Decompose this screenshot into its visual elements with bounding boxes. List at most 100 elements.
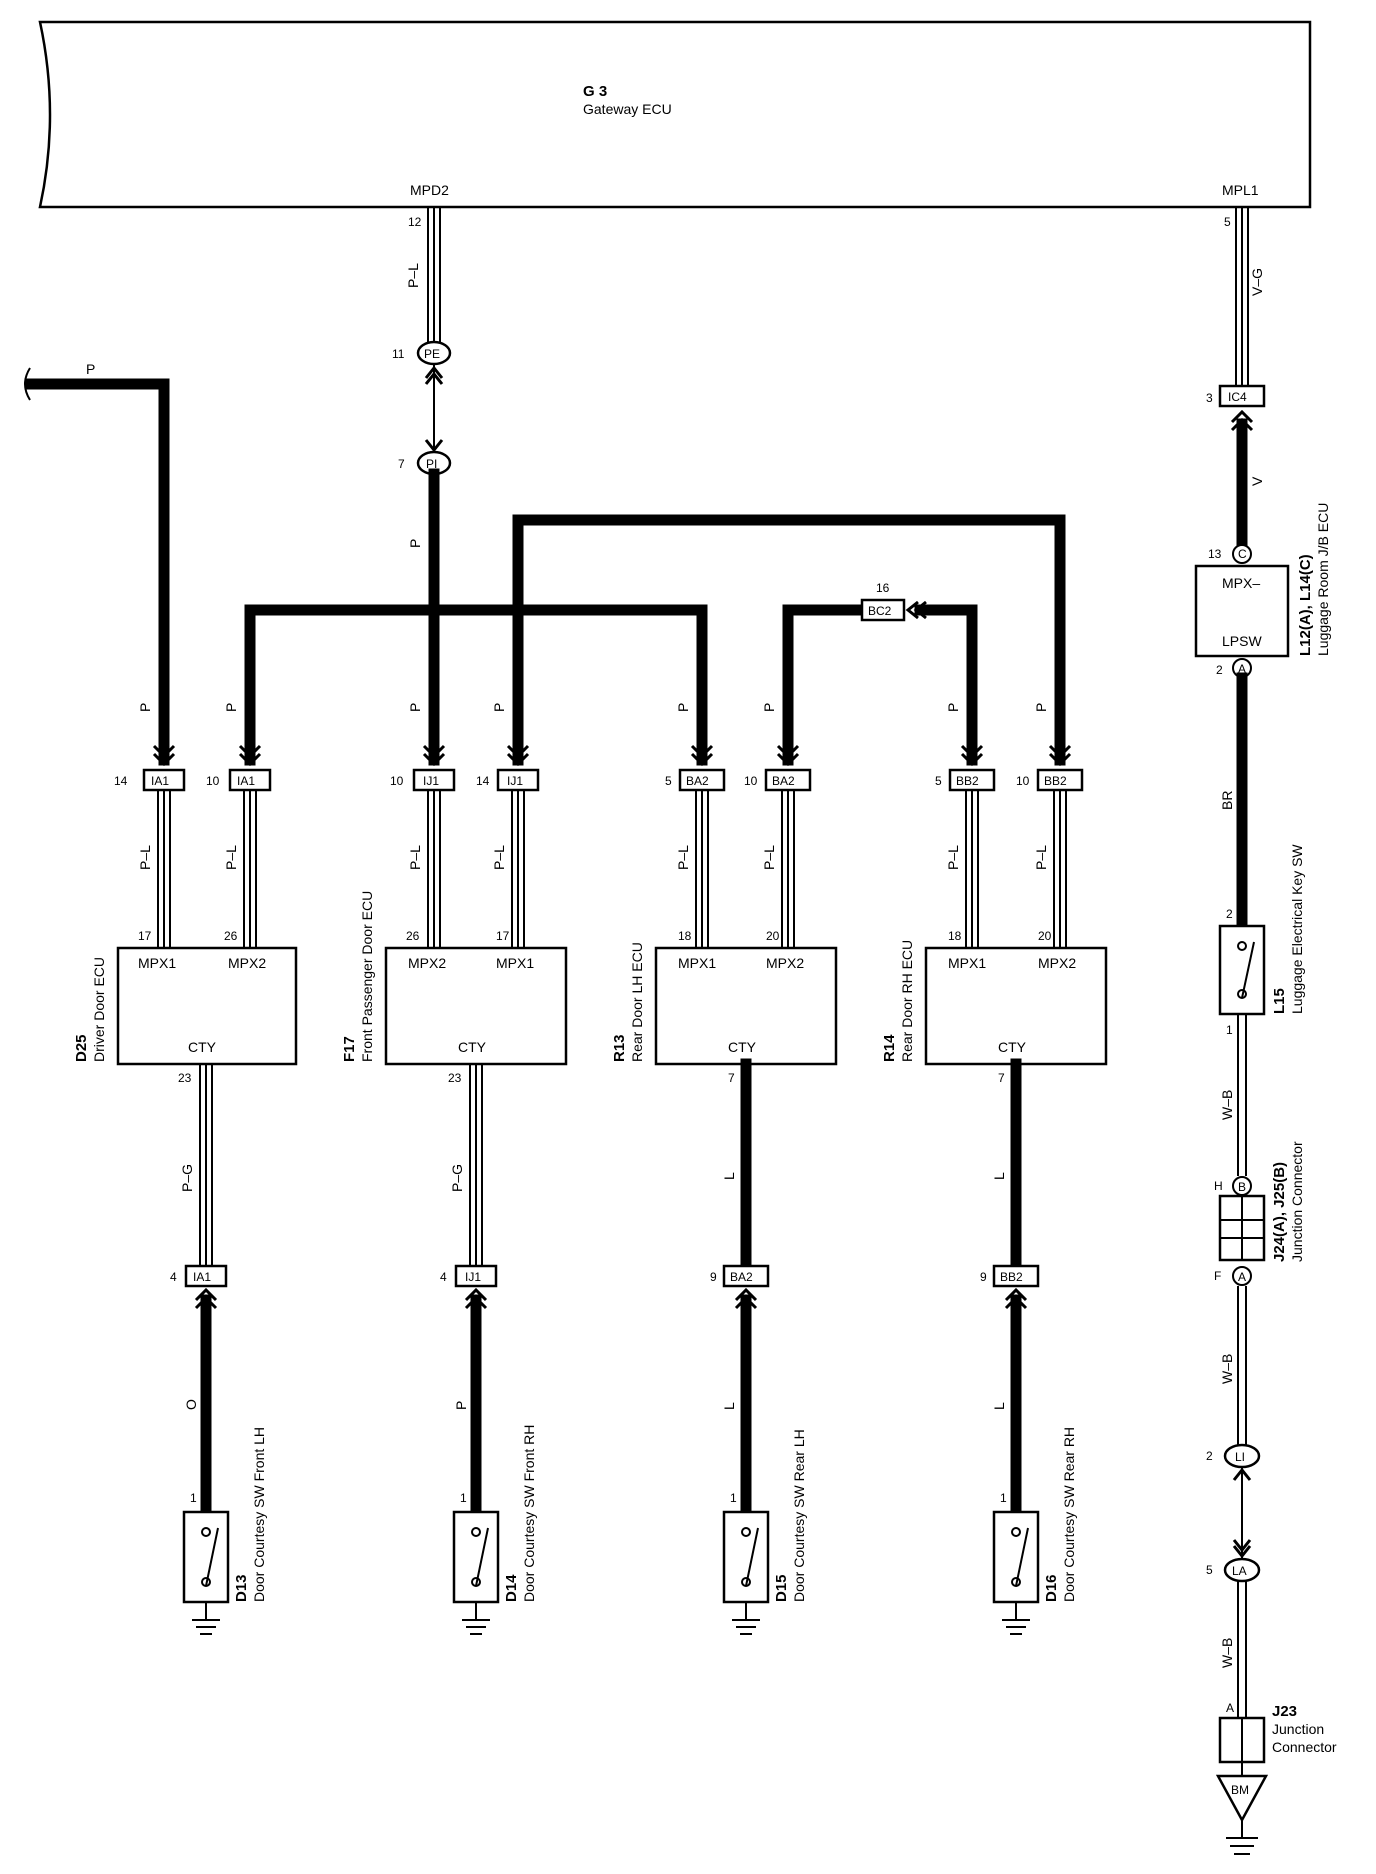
svg-text:MPX2: MPX2 (408, 955, 446, 971)
sw-color-d13: O (183, 1399, 199, 1410)
svg-text:D13: D13 (233, 1574, 250, 1602)
svg-text:Door Courtesy SW Rear LH: Door Courtesy SW Rear LH (791, 1429, 807, 1602)
svg-text:23: 23 (178, 1071, 192, 1085)
switch-d16: 1 D16 Door Courtesy SW Rear RH (992, 1427, 1077, 1635)
pi-color: P (407, 539, 423, 548)
ecu-pin-num-8: 20 (1038, 929, 1052, 943)
sw-color-d15: L (721, 1402, 737, 1410)
drop-label-6: BA2 (772, 774, 795, 788)
ecu-pin-num-1: 17 (138, 929, 152, 943)
li-label: LI (1235, 1450, 1245, 1464)
drop-label-5: BA2 (686, 774, 709, 788)
drop-label-3: IJ1 (423, 774, 439, 788)
wb-wire-3 (1237, 1581, 1247, 1718)
ecu-f17: MPX2 MPX1 CTY F17 Front Passenger Door E… (341, 891, 568, 1085)
drop-label-4: IJ1 (507, 774, 523, 788)
drop-p-color-4: P (491, 703, 507, 712)
v-color: V (1249, 476, 1265, 486)
wb-color-3: W–B (1219, 1638, 1235, 1668)
svg-text:CTY: CTY (728, 1039, 757, 1055)
lower-num-2: 4 (440, 1270, 447, 1284)
drop-num-6: 10 (744, 774, 758, 788)
ecu-pin-num-3: 26 (406, 929, 420, 943)
lower-conn-3 (722, 1264, 770, 1288)
lug-top-pin: MPX– (1222, 575, 1260, 591)
drop-p-color-7: P (945, 703, 961, 712)
ic4-num: 3 (1206, 391, 1213, 405)
ecu-pin-num-6: 20 (766, 929, 780, 943)
pl-color-1: P–L (137, 845, 153, 870)
svg-text:D16: D16 (1043, 1574, 1060, 1602)
pl-color-6: P–L (761, 845, 777, 870)
drop-p-color-3: P (407, 703, 423, 712)
lower-label-4: BB2 (1000, 1270, 1023, 1284)
svg-text:MPX1: MPX1 (678, 955, 716, 971)
svg-text:D15: D15 (773, 1574, 790, 1602)
svg-text:MPX1: MPX1 (496, 955, 534, 971)
j23-name1: Junction (1272, 1721, 1324, 1737)
svg-text:MPX2: MPX2 (228, 955, 266, 971)
bc2-num: 16 (876, 581, 890, 595)
svg-text:Rear Door RH ECU: Rear Door RH ECU (899, 940, 915, 1062)
lower-conn-4 (992, 1264, 1040, 1288)
j23-name2: Connector (1272, 1739, 1337, 1755)
lug-bottom-tag-text: A (1238, 662, 1246, 676)
pe-label: PE (424, 347, 440, 361)
cty-color-f17: P–G (449, 1164, 465, 1192)
svg-text:7: 7 (998, 1071, 1005, 1085)
drop-num-2: 10 (206, 774, 220, 788)
mpd2-num: 12 (408, 215, 422, 229)
pi-label: PI (426, 457, 437, 471)
pl-color-3: P–L (407, 845, 423, 870)
svg-text:Driver Door ECU: Driver Door ECU (91, 957, 107, 1062)
gateway-ecu-box (38, 20, 1312, 209)
jc-top-tag-text: B (1238, 1180, 1246, 1194)
pe-arrow-icon (424, 365, 444, 385)
lug-bottom-num: 2 (1216, 663, 1223, 677)
la-connector (1223, 1557, 1261, 1583)
drop-label-8: BB2 (1044, 774, 1067, 788)
svg-text:7: 7 (728, 1071, 735, 1085)
svg-text:F17: F17 (341, 1036, 358, 1062)
key-switch-l15: 2 1 L15 Luggage Electrical Key SW (1218, 844, 1305, 1037)
switch-d13: 1 D13 Door Courtesy SW Front LH (182, 1427, 267, 1635)
jc-top-letter: H (1214, 1179, 1223, 1193)
la-arrow-icon (1232, 1539, 1252, 1559)
lower-num-1: 4 (170, 1270, 177, 1284)
svg-text:Door Courtesy SW Front RH: Door Courtesy SW Front RH (521, 1425, 537, 1602)
luggage-ecu-box (1194, 564, 1290, 658)
ecu-pin-num-4: 17 (496, 929, 510, 943)
drop-p-color-1: P (137, 703, 153, 712)
svg-text:L15: L15 (1271, 988, 1288, 1014)
mpd2-wire (427, 207, 441, 342)
wb-wire-2 (1237, 1286, 1247, 1446)
jc-bottom-letter: F (1214, 1269, 1221, 1283)
jc-code: J24(A), J25(B) (1271, 1162, 1288, 1262)
drop-num-8: 10 (1016, 774, 1030, 788)
lug-top-num: 13 (1208, 547, 1222, 561)
gateway-code: G 3 (583, 83, 607, 100)
svg-text:CTY: CTY (188, 1039, 217, 1055)
drop-label-2: IA1 (237, 774, 255, 788)
cty-color-r14: L (991, 1172, 1007, 1180)
la-num: 5 (1206, 1563, 1213, 1577)
svg-text:R14: R14 (881, 1034, 898, 1062)
svg-text:23: 23 (448, 1071, 462, 1085)
drop-label-7: BB2 (956, 774, 979, 788)
sw-color-d14: P (453, 1401, 469, 1410)
svg-text:MPX1: MPX1 (138, 955, 176, 971)
j23-pin: A (1226, 1701, 1234, 1715)
svg-text:1: 1 (1000, 1491, 1007, 1505)
svg-text:MPX2: MPX2 (1038, 955, 1076, 971)
svg-text:Rear Door LH ECU: Rear Door LH ECU (629, 942, 645, 1062)
cty-color-d25: P–G (179, 1164, 195, 1192)
mpl1-color: V–G (1249, 268, 1265, 296)
drop-num-3: 10 (390, 774, 404, 788)
pl-color-8: P–L (1033, 845, 1049, 870)
drop-arrows (152, 744, 1072, 767)
lug-top-tag (1232, 544, 1252, 564)
drop-num-5: 5 (665, 774, 672, 788)
pi-num: 7 (398, 457, 405, 471)
bc2-arrow-icon (905, 600, 927, 620)
